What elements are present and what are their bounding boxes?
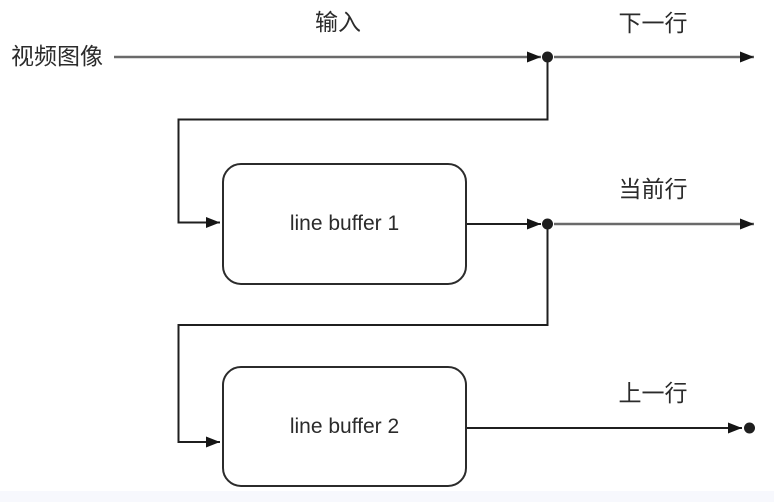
buffer1-input-elbow [177,62,549,228]
input-label: 输入 [315,9,361,35]
footer-strip [0,491,774,502]
previous-row-label: 上一行 [618,380,688,406]
line-buffer-2-block: line buffer 2 [222,366,467,487]
source-label: 视频图像 [11,43,103,69]
line-buffer-1-label: line buffer 1 [289,212,400,235]
buffer2-input-elbow [177,229,549,448]
terminal-dot-previous-row [744,422,755,434]
current-row-label: 当前行 [618,176,688,202]
line-buffer-1-block: line buffer 1 [222,163,467,285]
junction-dot-2 [542,218,553,230]
junction-dot-1 [542,51,553,63]
next-row-label: 下一行 [618,10,688,36]
line-buffer-2-label: line buffer 2 [289,414,400,438]
